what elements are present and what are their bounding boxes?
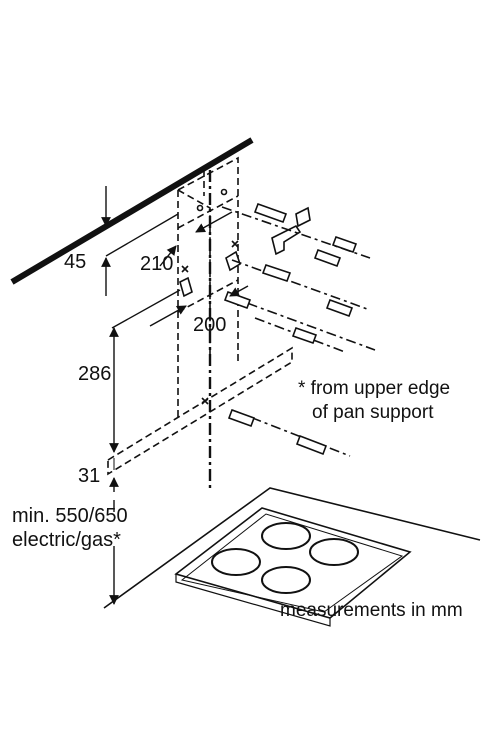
dimension-45: 45 bbox=[64, 251, 86, 273]
footnote-line-2: of pan support bbox=[312, 402, 434, 423]
ceiling-line bbox=[10, 137, 254, 285]
mounting-points bbox=[181, 188, 239, 405]
footnote-line-1: * from upper edge bbox=[298, 378, 450, 399]
dimension-lines bbox=[101, 186, 249, 605]
dimension-286: 286 bbox=[78, 363, 111, 385]
hob-burners bbox=[211, 522, 359, 594]
hood-plate bbox=[107, 346, 293, 476]
min-height-label: min. 550/650 bbox=[12, 505, 128, 527]
dimension-200: 200 bbox=[193, 314, 226, 336]
wall-bracket-icon bbox=[179, 206, 311, 298]
screw-dowel-icons bbox=[221, 202, 376, 457]
dimension-31: 31 bbox=[78, 465, 100, 487]
fuel-type-label: electric/gas* bbox=[12, 529, 121, 551]
hob-surface bbox=[103, 487, 481, 627]
units-note: measurements in mm bbox=[280, 600, 463, 621]
dimension-210: 210 bbox=[140, 253, 173, 275]
